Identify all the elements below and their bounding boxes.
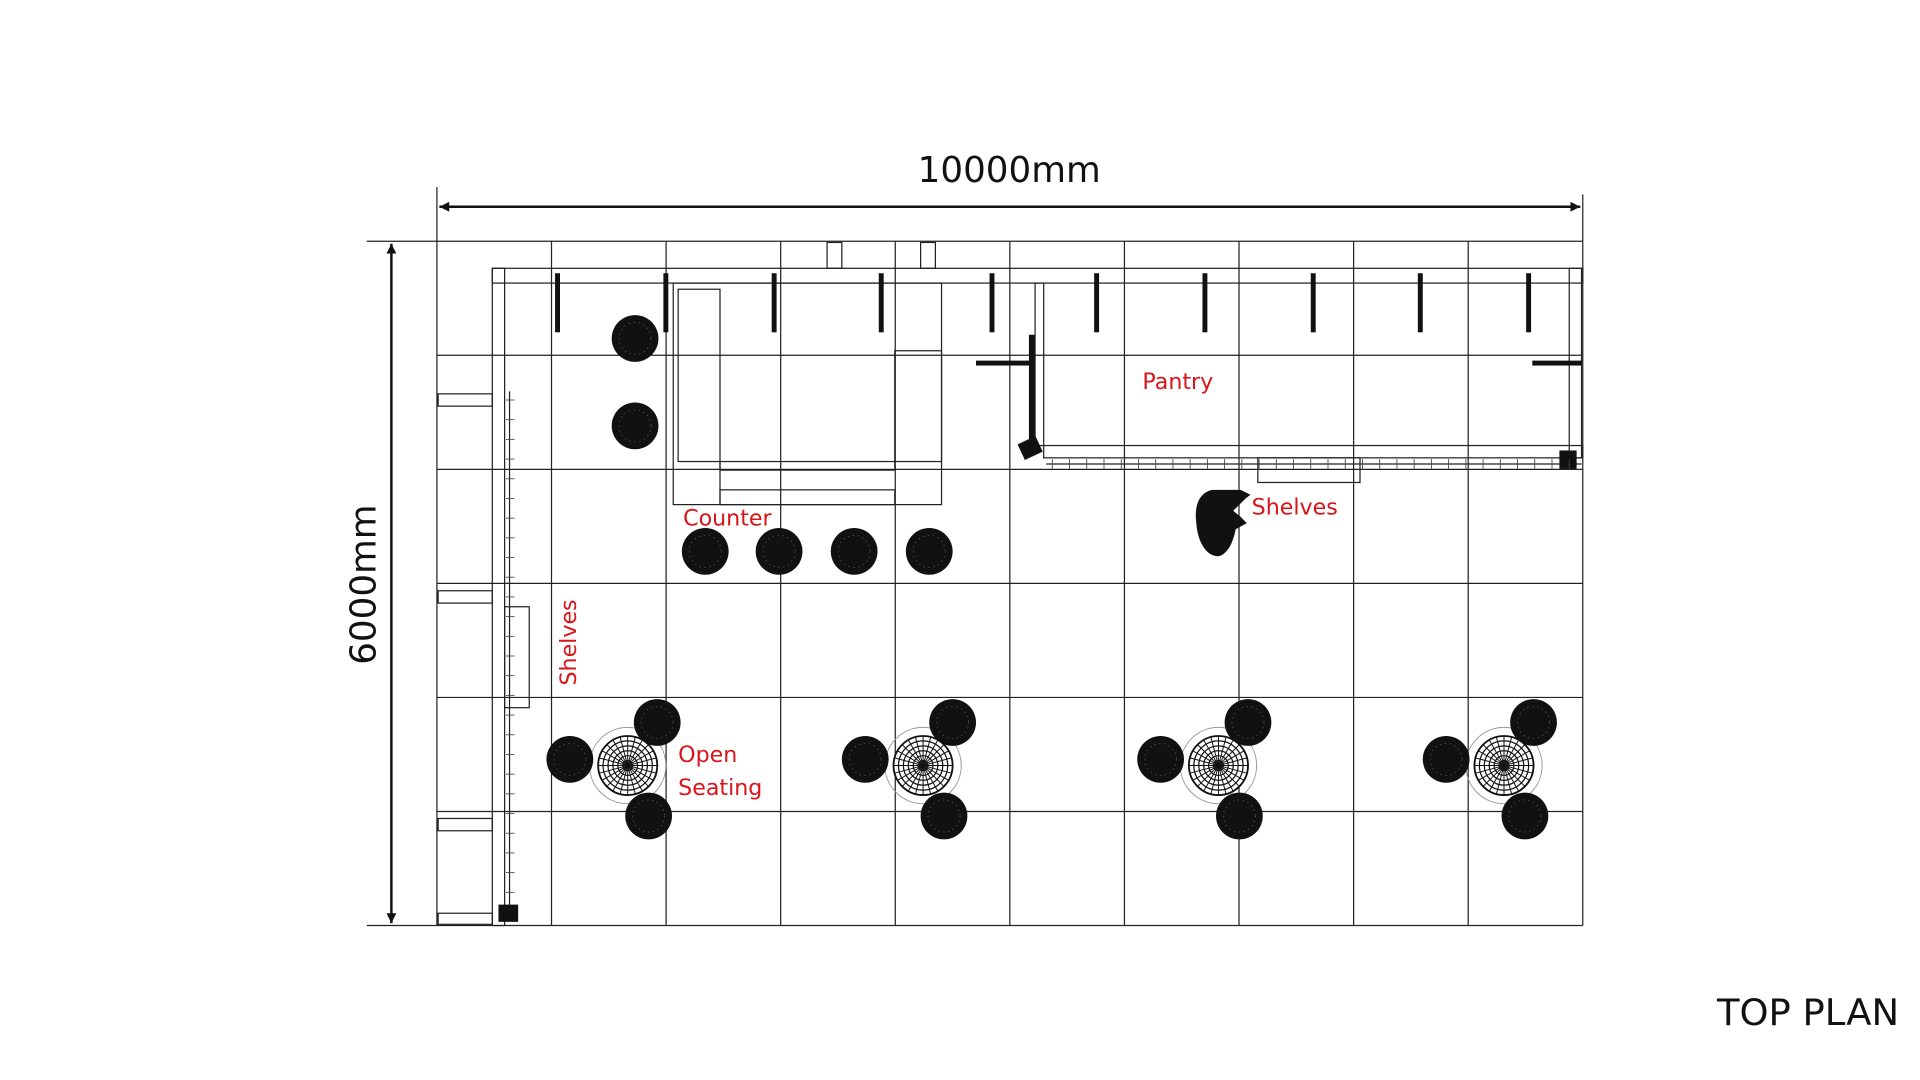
stool — [625, 792, 672, 840]
stool — [1137, 736, 1184, 783]
wall-bracket — [771, 273, 777, 333]
stool — [1422, 736, 1470, 783]
shelves-label-left: Shelves — [556, 599, 582, 685]
wall-bracket — [1202, 273, 1208, 333]
counter — [672, 282, 943, 506]
stool — [633, 699, 681, 746]
wall-bracket — [1526, 273, 1532, 333]
stool — [905, 528, 953, 575]
round-table — [1179, 726, 1258, 805]
height-dimension: 6000mm — [343, 240, 437, 927]
wall-bracket — [1094, 273, 1100, 333]
wall-bracket — [555, 273, 560, 333]
height-dimension-label: 6000mm — [343, 504, 384, 664]
open-seating-label-line2: Seating — [678, 775, 762, 801]
wall-bracket — [989, 273, 995, 333]
stool — [1510, 699, 1557, 746]
stool — [611, 315, 659, 362]
stool — [830, 528, 878, 575]
stool — [920, 792, 968, 840]
stool — [929, 699, 976, 746]
wall-bracket — [663, 273, 669, 333]
left-corner-box — [498, 904, 519, 922]
stool — [841, 736, 889, 783]
left-shelves-unit — [504, 606, 530, 709]
width-dimension: 10000mm — [436, 150, 1584, 242]
round-table — [1465, 726, 1543, 805]
stool — [611, 402, 659, 450]
stool — [755, 528, 803, 575]
furniture — [546, 315, 1557, 840]
wall-bracket — [1417, 273, 1423, 333]
stool — [1501, 792, 1549, 840]
pantry-walls — [976, 267, 1584, 484]
pantry-shelves-unit — [1257, 457, 1361, 484]
plan-title: TOP PLAN — [1716, 991, 1899, 1034]
wall-bracket — [878, 273, 884, 333]
pantry-label: Pantry — [1142, 369, 1213, 395]
floor-grid — [436, 240, 1584, 927]
walls-and-fixtures — [437, 241, 1584, 927]
wall-bracket — [1310, 273, 1316, 333]
width-dimension-label: 10000mm — [918, 150, 1101, 191]
open-seating-label-line1: Open — [678, 742, 737, 768]
round-table — [884, 726, 962, 805]
shelves-label-right: Shelves — [1252, 494, 1338, 520]
stool — [681, 528, 729, 575]
stool — [1216, 792, 1263, 840]
person-silhouette — [1195, 489, 1251, 557]
stool — [546, 736, 594, 783]
round-table — [589, 726, 667, 805]
counter-label: Counter — [683, 506, 772, 532]
stool — [1224, 699, 1272, 746]
